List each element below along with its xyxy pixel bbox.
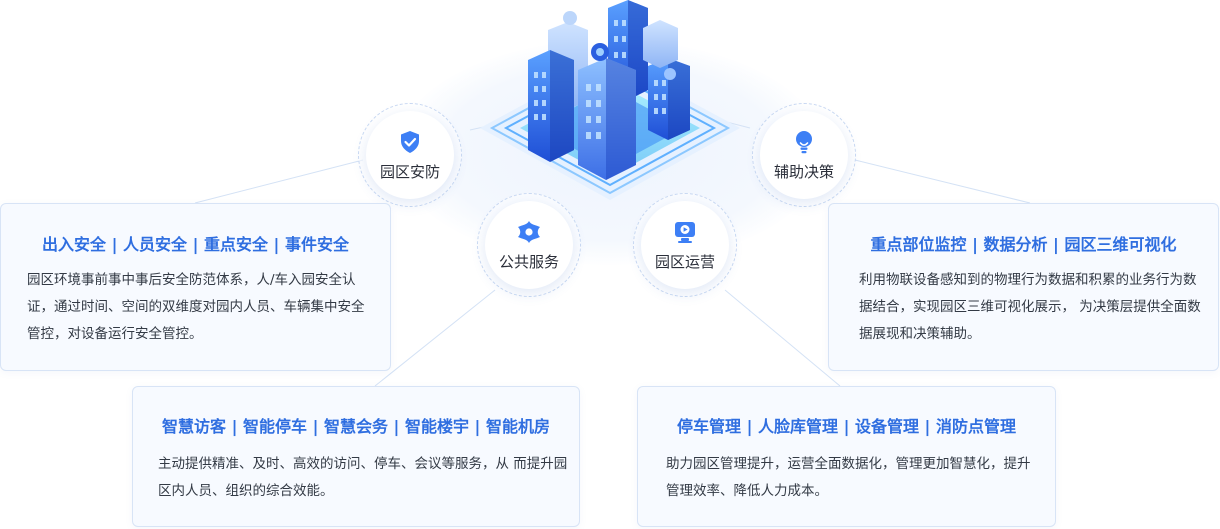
smart-city-illustration [480,0,740,200]
card-title: 智慧访客 | 智能停车 | 智慧会务 | 智能楼宇 | 智能机房 [162,417,550,436]
node-public-service: 公共服务 [477,193,581,297]
node-label: 园区运营 [654,252,715,271]
card-park-operations: 停车管理 | 人脸库管理 | 设备管理 | 消防点管理 助力园区管理提升，运营全… [637,386,1056,527]
card-title: 出入安全 | 人员安全 | 重点安全 | 事件安全 [42,235,349,254]
service-badge-icon [518,220,540,243]
card-title: 停车管理 | 人脸库管理 | 设备管理 | 消防点管理 [677,417,1016,436]
shield-check-icon [401,130,419,153]
lightbulb-icon [796,130,812,153]
card-decision-support: 重点部位监控 | 数据分析 | 园区三维可视化 利用物联设备感知到的物理行为数据… [828,203,1219,371]
node-decision-support: 辅助决策 [752,103,856,207]
monitor-play-icon [675,221,695,243]
node-label: 园区安防 [379,162,440,181]
card-public-service: 智慧访客 | 智能停车 | 智慧会务 | 智能楼宇 | 智能机房 主动提供精准、… [132,386,580,527]
card-title: 重点部位监控 | 数据分析 | 园区三维可视化 [870,235,1177,254]
card-body: 助力园区管理提升，运营全面数据化，管理更加智慧化，提升管理效率、降低人力成本。 [666,456,1031,499]
node-park-security: 园区安防 [358,103,462,207]
card-body: 主动提供精准、及时、高效的访问、停车、会议等服务，从 而提升园区内人员、组织的综… [158,456,568,499]
node-label: 公共服务 [498,252,559,271]
card-body: 园区环境事前事中事后安全防范体系，人/车入园安全认证，通过时间、空间的双维度对园… [27,272,365,342]
node-label: 辅助决策 [773,162,834,181]
card-park-security: 出入安全 | 人员安全 | 重点安全 | 事件安全 园区环境事前事中事后安全防范… [0,203,391,371]
card-body: 利用物联设备感知到的物理行为数据和积累的业务行为数据结合，实现园区三维可视化展示… [859,272,1201,342]
node-park-operations: 园区运营 [633,193,737,297]
